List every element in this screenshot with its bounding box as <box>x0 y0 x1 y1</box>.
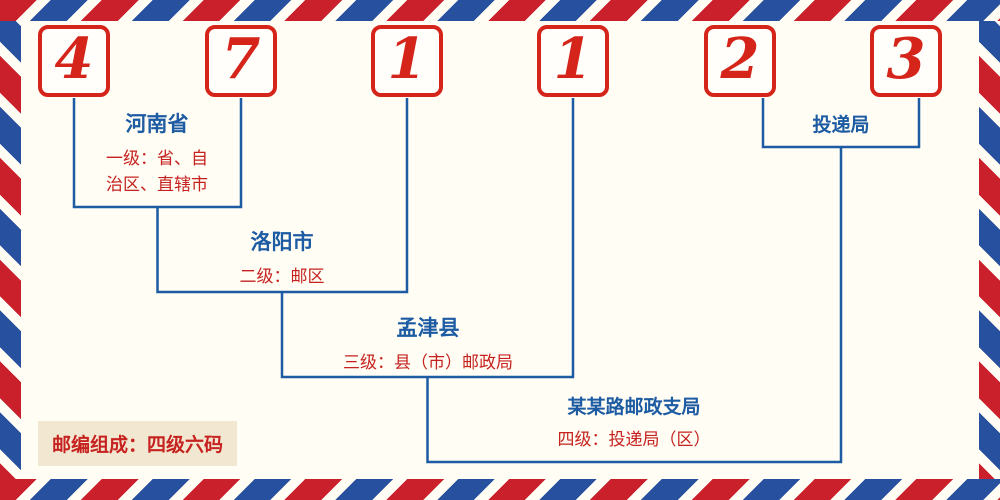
digit-box-5: 2 <box>704 25 776 97</box>
digit-6: 3 <box>886 26 926 92</box>
level3-name: 孟津县 <box>396 316 460 340</box>
level4-label: 某某路邮政支局 四级：投递局（区） <box>558 392 711 453</box>
digit-box-2: 7 <box>205 25 277 97</box>
level2-name: 洛阳市 <box>250 230 314 254</box>
digit-5: 2 <box>720 26 760 92</box>
level1-name: 河南省 <box>125 112 189 136</box>
level3-label: 孟津县 三级：县（市）邮政局 <box>343 312 513 376</box>
digit-box-1: 4 <box>38 25 110 97</box>
digit-box-6: 3 <box>870 25 942 97</box>
airmail-border-top <box>0 0 1000 21</box>
delivery-bureau-name: 投递局 <box>812 114 870 136</box>
delivery-bureau-label: 投递局 <box>812 110 869 145</box>
digit-box-3: 1 <box>371 25 443 97</box>
digit-2: 7 <box>221 26 261 92</box>
level3-desc: 三级：县（市）邮政局 <box>343 353 513 373</box>
level2-label: 洛阳市 二级：邮区 <box>240 226 325 290</box>
airmail-border-bottom <box>0 479 1000 500</box>
level1-label: 河南省 一级：省、自治区、直辖市 <box>103 108 211 199</box>
airmail-border-left <box>0 0 21 500</box>
digit-4: 1 <box>553 26 593 92</box>
digit-3: 1 <box>387 26 427 92</box>
airmail-border-right <box>979 0 1000 500</box>
level4-name: 某某路邮政支局 <box>567 396 701 418</box>
level4-desc: 四级：投递局（区） <box>557 430 711 450</box>
digit-box-4: 1 <box>537 25 609 97</box>
level2-desc: 二级：邮区 <box>239 267 325 287</box>
footer-note: 邮编组成：四级六码 <box>38 421 238 466</box>
digit-1: 4 <box>54 26 94 92</box>
level1-desc: 一级：省、自治区、直辖市 <box>106 149 208 196</box>
